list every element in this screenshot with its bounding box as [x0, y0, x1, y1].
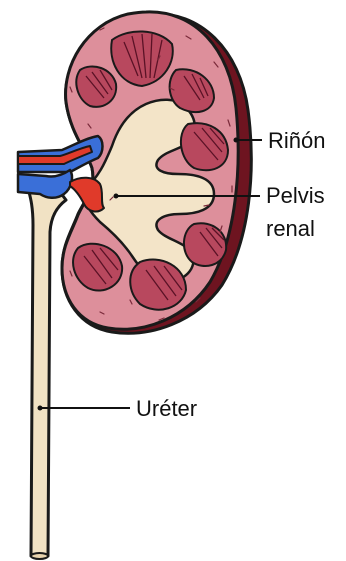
- ureter-leader-dot: [38, 406, 43, 411]
- pelvis-leader-dot: [114, 194, 119, 199]
- kidney-label: Riñón: [268, 128, 325, 153]
- ureter-tube: [28, 188, 66, 556]
- pelvis-label-line2: renal: [266, 216, 315, 241]
- ureter-label: Uréter: [136, 396, 197, 421]
- renal-vein-branch: [18, 170, 72, 198]
- ureter-end: [31, 553, 48, 559]
- kidney-leader-dot: [234, 138, 239, 143]
- renal-vein: [18, 136, 103, 172]
- pelvis-label-line1: Pelvis: [266, 183, 325, 208]
- renal-artery-branch: [70, 178, 104, 212]
